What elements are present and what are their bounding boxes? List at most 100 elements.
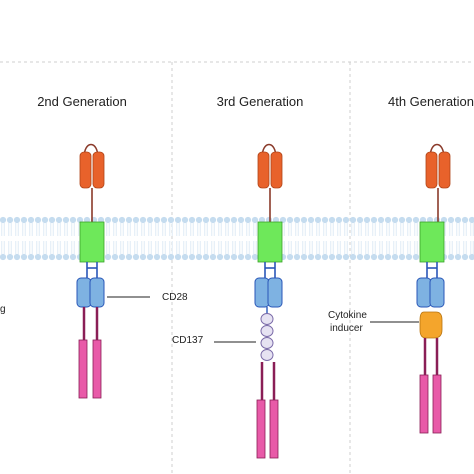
- membrane-lipid-head: [391, 216, 399, 224]
- transmembrane-domain: [257, 221, 283, 263]
- membrane-lipid-head: [69, 216, 77, 224]
- membrane-lipid-head: [328, 253, 336, 261]
- membrane-lipid-head: [461, 253, 469, 261]
- membrane-lipid-head: [349, 253, 357, 261]
- membrane-lipid-head: [237, 253, 245, 261]
- membrane-lipid-head: [146, 253, 154, 261]
- membrane-lipid-head: [244, 253, 252, 261]
- membrane-lipid-head: [153, 253, 161, 261]
- membrane-lipid-head: [104, 216, 112, 224]
- membrane-lipid-head: [258, 216, 266, 224]
- membrane-lipid-head: [27, 216, 35, 224]
- linker: [426, 262, 438, 278]
- membrane-lipid-head: [335, 216, 343, 224]
- membrane-lipid-head: [55, 253, 63, 261]
- membrane-lipid-head: [104, 253, 112, 261]
- membrane-lipid-head: [377, 216, 385, 224]
- membrane-lipid-head: [440, 216, 448, 224]
- membrane-lipid-head: [279, 216, 287, 224]
- membrane-lipid-head: [293, 253, 301, 261]
- title-4th-generation: 4th Generation: [388, 94, 474, 109]
- membrane-lipid-head: [34, 253, 42, 261]
- cd3z-domain: [256, 399, 279, 459]
- membrane-lipid-head: [230, 253, 238, 261]
- membrane-lipid-head: [363, 253, 371, 261]
- membrane-lipid-head: [209, 253, 217, 261]
- membrane-lipid-head: [41, 216, 49, 224]
- title-2nd-generation: 2nd Generation: [37, 94, 127, 109]
- membrane-lipid-head: [300, 216, 308, 224]
- cd28-domain: [76, 277, 105, 308]
- title-3rd-generation: 3rd Generation: [217, 94, 304, 109]
- membrane-lipid-head: [202, 253, 210, 261]
- membrane-lipid-head: [412, 253, 420, 261]
- membrane-lipid-head: [405, 216, 413, 224]
- car-receptor-4th-generation: Cytokine inducer: [328, 143, 451, 434]
- membrane-lipid-head: [118, 216, 126, 224]
- membrane-lipid-head: [398, 216, 406, 224]
- membrane-lipid-head: [349, 216, 357, 224]
- membrane-lipid-head: [384, 253, 392, 261]
- scfv-domain: [79, 143, 105, 189]
- membrane-lipid-head: [20, 253, 28, 261]
- membrane-lipid-head: [314, 216, 322, 224]
- membrane-lipid-head: [356, 216, 364, 224]
- membrane-lipid-head: [223, 216, 231, 224]
- membrane-lipid-head: [181, 216, 189, 224]
- membrane-lipid-head: [174, 216, 182, 224]
- membrane-lipid-head: [314, 253, 322, 261]
- membrane-lipid-head: [468, 253, 474, 261]
- cd137-label: CD137: [172, 335, 204, 346]
- transmembrane-domain: [79, 221, 105, 263]
- membrane-lipid-head: [307, 216, 315, 224]
- membrane-lipid-head: [111, 216, 119, 224]
- panel-borders: [0, 61, 474, 474]
- membrane-lipid-head: [447, 253, 455, 261]
- membrane-lipid-head: [216, 253, 224, 261]
- membrane-lipid-head: [13, 216, 21, 224]
- membrane-lipid-head: [62, 216, 70, 224]
- cytokine-inducer-label-line2: inducer: [330, 323, 363, 334]
- membrane-lipid-head: [377, 253, 385, 261]
- membrane-lipid-head: [97, 216, 105, 224]
- cytokine-inducer-domain: [419, 311, 443, 339]
- membrane-lipid-head: [41, 253, 49, 261]
- membrane-lipid-head: [125, 216, 133, 224]
- membrane-lipid-head: [223, 253, 231, 261]
- membrane-lipid-head: [195, 253, 203, 261]
- cytokine-inducer-label-line1: Cytokine: [328, 310, 367, 321]
- membrane-lipid-head: [300, 253, 308, 261]
- membrane-lipid-head: [370, 253, 378, 261]
- membrane-lipid-head: [174, 253, 182, 261]
- membrane-lipid-head: [307, 253, 315, 261]
- membrane-lipid-head: [27, 253, 35, 261]
- membrane-lipid-head: [181, 253, 189, 261]
- membrane-lipid-head: [321, 216, 329, 224]
- membrane-lipid-head: [412, 216, 420, 224]
- cd3z-stalk: [82, 307, 99, 340]
- membrane-lipid-head: [20, 216, 28, 224]
- linker: [86, 262, 98, 278]
- membrane-lipid-head: [118, 253, 126, 261]
- cell-membrane: [0, 216, 474, 261]
- membrane-lipid-head: [251, 253, 259, 261]
- membrane-lipid-head: [272, 216, 280, 224]
- membrane-lipid-head: [286, 253, 294, 261]
- membrane-lipid-head: [160, 216, 168, 224]
- membrane-lipid-head: [447, 216, 455, 224]
- cd3z-domain: [419, 374, 442, 434]
- membrane-lipid-head: [202, 216, 210, 224]
- membrane-lipid-head: [244, 216, 252, 224]
- cd28-label: CD28: [162, 292, 188, 303]
- membrane-lipid-head: [426, 216, 434, 224]
- membrane-lipid-head: [342, 253, 350, 261]
- membrane-lipid-head: [461, 216, 469, 224]
- cropped-label-fragment: g: [0, 304, 6, 315]
- membrane-lipid-head: [384, 216, 392, 224]
- membrane-lipid-head: [167, 253, 175, 261]
- membrane-lipid-head: [398, 253, 406, 261]
- membrane-lipid-head: [419, 216, 427, 224]
- membrane-lipid-head: [468, 216, 474, 224]
- membrane-lipid-head: [328, 216, 336, 224]
